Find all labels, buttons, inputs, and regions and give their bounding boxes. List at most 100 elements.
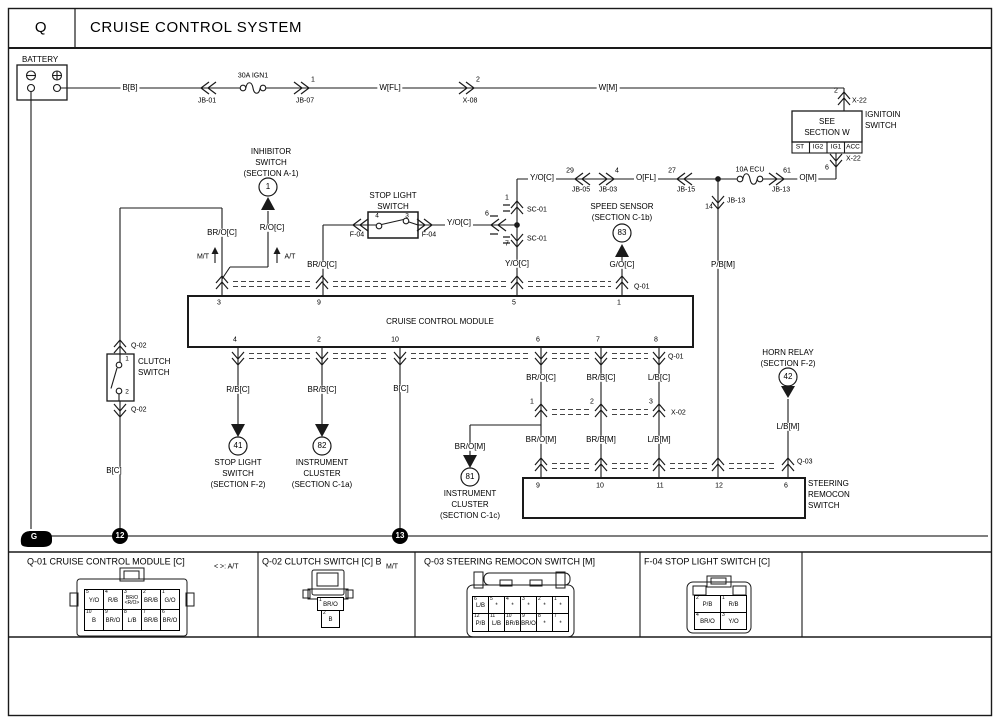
- pin-label: 29: [566, 167, 574, 175]
- wire-label-roc: R/O[C]: [257, 222, 287, 233]
- pin-label: 2: [125, 388, 129, 396]
- wire-label-brbc: BR/B[C]: [305, 384, 339, 395]
- wire-label-lbc: L/B[C]: [645, 372, 673, 383]
- pin-label: 4: [375, 212, 379, 220]
- wire-label-wm: W[M]: [596, 82, 620, 93]
- connector-cell: 8*: [536, 613, 553, 632]
- connector-label-x22-top: X-22: [852, 97, 867, 105]
- module-pin: 1: [617, 299, 621, 307]
- page-title: CRUISE CONTROL SYSTEM: [90, 19, 303, 37]
- wire-label-lbm: L/B[M]: [645, 434, 673, 445]
- pin-label: 3: [649, 398, 653, 406]
- connector-label-q01-bottom: Q-01: [668, 353, 684, 361]
- pin-label: 1: [311, 76, 315, 84]
- dest81-line3: (SECTION C-1c): [440, 510, 500, 520]
- strip-title-q01: Q-01 CRUISE CONTROL MODULE [C]: [27, 556, 185, 567]
- connector-label-q02-bottom: Q-02: [131, 406, 147, 414]
- ignition-terminal-ig1: IG1: [830, 143, 842, 151]
- connector-label-q01-top: Q-01: [634, 283, 650, 291]
- connector-label-f04-right: F-04: [421, 231, 437, 239]
- pin-label: 6: [485, 210, 489, 218]
- wire-label-ofl: O[FL]: [633, 172, 659, 183]
- wire-label-yoc: Y/O[C]: [527, 172, 557, 183]
- pin-label: 2: [834, 87, 838, 95]
- connector-label-jb07: JB-07: [295, 97, 315, 105]
- pin-label: 27: [668, 167, 676, 175]
- wire-label-bb: B[B]: [120, 82, 140, 93]
- wire-label-yoc-switch: Y/O[C]: [444, 217, 474, 228]
- module-pin: 6: [536, 336, 540, 344]
- ref-circle-83: 83: [617, 227, 627, 237]
- fuse-label-10a-ecu: 10A ECU: [735, 166, 765, 174]
- remocon-name-line1: STEERING: [808, 478, 849, 488]
- section-code: Q: [34, 19, 48, 37]
- connector-cell: 2*: [536, 596, 553, 614]
- connector-cell: 3*: [520, 596, 537, 614]
- connector-label-jb13: JB-13: [771, 186, 791, 194]
- module-pin: 7: [596, 336, 600, 344]
- stop-light-switch-name-line2: SWITCH: [377, 201, 409, 211]
- connector-label-sc01-bottom: SC-01: [527, 235, 547, 243]
- wire-label-broc-pin9: BR/O[C]: [305, 259, 339, 270]
- speed-sensor-section: (SECTION C-1b): [591, 212, 653, 222]
- pin-label: 6: [825, 164, 829, 172]
- strip-note-mt: M/T: [386, 563, 399, 571]
- connector-label-x22-bottom: X-22: [846, 155, 861, 163]
- wire-label-brbc2: BR/B[C]: [584, 372, 618, 383]
- module-pin: 3: [217, 299, 221, 307]
- inhibitor-name-line1: INHIBITOR: [250, 146, 292, 156]
- strip-note-at: < >: A/T: [214, 563, 239, 571]
- stop-light-switch-name-line1: STOP LIGHT: [369, 190, 417, 200]
- connector-label-f04-left: F-04: [349, 231, 365, 239]
- ref-circle-41: 41: [233, 440, 243, 450]
- remocon-pin: 12: [715, 482, 723, 490]
- wire-label-bc: B[C]: [391, 383, 411, 394]
- ref-circle-1: 1: [265, 181, 271, 191]
- note-mt: M/T: [196, 253, 210, 261]
- ref-circle-42: 42: [783, 371, 793, 381]
- connector-cell: 1*: [552, 596, 569, 614]
- connector-label-q03: Q-03: [797, 458, 813, 466]
- pin-label: 3: [405, 212, 409, 220]
- remocon-pin: 10: [596, 482, 604, 490]
- connector-cell: 5*: [488, 596, 505, 614]
- strip-title-f04: F-04 STOP LIGHT SWITCH [C]: [644, 556, 771, 567]
- dest81-line2: CLUSTER: [451, 499, 489, 509]
- wire-label-yoc-mid: Y/O[C]: [502, 258, 532, 269]
- pin-label: 1: [505, 194, 509, 202]
- dest41-line2: SWITCH: [222, 468, 254, 478]
- inhibitor-name-line2: SWITCH: [255, 157, 287, 167]
- module-pin: 5: [512, 299, 516, 307]
- remocon-pin: 9: [536, 482, 540, 490]
- note-at: A/T: [284, 253, 296, 261]
- wire-label-brom-branch: BR/O[M]: [452, 441, 488, 452]
- wire-label-broc: BR/O[C]: [524, 372, 558, 383]
- module-pin: 9: [317, 299, 321, 307]
- connector-label-q02-top: Q-02: [131, 342, 147, 350]
- connector-label-jb03: JB-03: [598, 186, 618, 194]
- dest82-line3: (SECTION C-1a): [291, 479, 353, 489]
- wire-label-bc-clutch: B[C]: [104, 465, 124, 476]
- pin-label: 2: [590, 398, 594, 406]
- clutch-switch-name-line2: SWITCH: [138, 367, 170, 377]
- dest81-line1: INSTRUMENT: [443, 488, 497, 498]
- connector-label-sc01-top: SC-01: [527, 206, 547, 214]
- clutch-switch-name-line1: CLUTCH: [138, 356, 171, 366]
- ignition-terminal-ig2: IG2: [812, 143, 824, 151]
- ref-circle-82: 82: [317, 440, 327, 450]
- module-pin: 2: [317, 336, 321, 344]
- remocon-name-line2: REMOCON: [808, 489, 850, 499]
